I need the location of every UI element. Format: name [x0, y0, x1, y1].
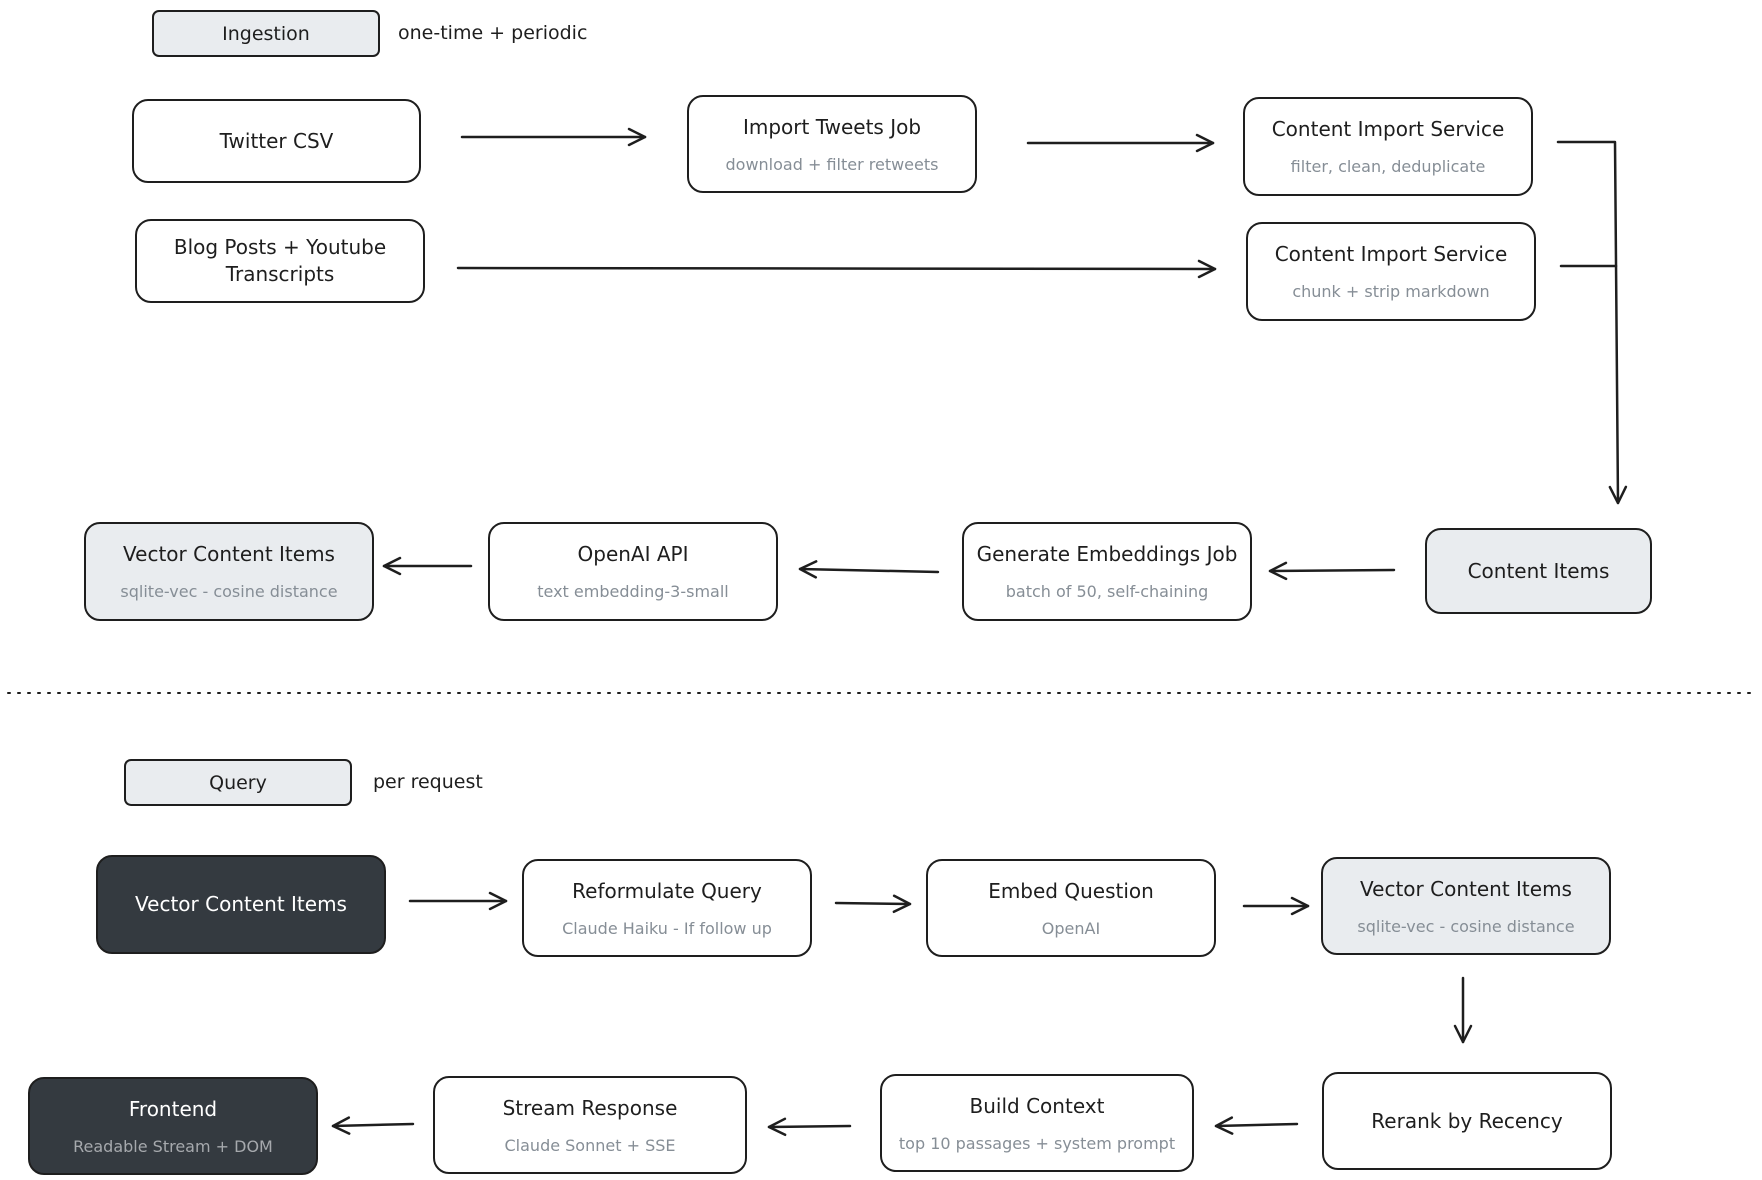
connector-import-services-merge [1556, 140, 1628, 505]
node-title: Content Items [1467, 558, 1610, 583]
arrow-content-items-to-embeddings [1268, 561, 1396, 581]
node-vector-content-items-start[interactable]: Vector Content Items [96, 855, 386, 954]
arrow-stream-to-frontend [331, 1116, 415, 1135]
node-subtitle: sqlite-vec - cosine distance [1357, 916, 1575, 936]
ingestion-section-note: one-time + periodic [398, 22, 588, 44]
node-subtitle: Claude Haiku - If follow up [562, 918, 772, 938]
node-subtitle: top 10 passages + system prompt [898, 1133, 1176, 1153]
node-stream-response[interactable]: Stream Response Claude Sonnet + SSE [433, 1076, 747, 1174]
node-rerank-by-recency[interactable]: Rerank by Recency [1322, 1072, 1612, 1170]
node-title: Content Import Service [1271, 117, 1505, 141]
node-title: Vector Content Items [123, 542, 335, 566]
node-title: Import Tweets Job [742, 114, 922, 139]
node-subtitle: filter, clean, deduplicate [1290, 157, 1486, 176]
arrow-build-context-to-stream [767, 1117, 852, 1137]
node-title: Vector Content Items [135, 892, 347, 916]
node-title: Content Import Service [1274, 242, 1508, 266]
node-subtitle: batch of 50, self-chaining [1005, 582, 1209, 601]
node-subtitle: chunk + strip markdown [1292, 282, 1490, 301]
node-blog-posts-youtube[interactable]: Blog Posts + Youtube Transcripts [135, 219, 425, 303]
node-build-context[interactable]: Build Context top 10 passages + system p… [880, 1074, 1194, 1172]
arrow-embeddings-to-openai [798, 560, 940, 579]
node-content-import-service-2[interactable]: Content Import Service chunk + strip mar… [1246, 222, 1536, 321]
node-subtitle: Readable Stream + DOM [73, 1136, 273, 1156]
arrow-rerank-to-build-context [1214, 1116, 1299, 1135]
node-import-tweets-job[interactable]: Import Tweets Job download + filter retw… [687, 95, 977, 193]
node-vector-content-items[interactable]: Vector Content Items sqlite-vec - cosine… [84, 522, 374, 621]
query-section-note: per request [373, 771, 483, 793]
arrow-blog-to-import-service [456, 259, 1217, 279]
ingestion-section-tag: Ingestion [152, 10, 380, 57]
node-title: OpenAI API [577, 542, 689, 566]
node-title: Frontend [128, 1096, 218, 1121]
node-subtitle: download + filter retweets [725, 154, 939, 174]
node-title: Rerank by Recency [1371, 1108, 1563, 1133]
node-generate-embeddings-job[interactable]: Generate Embeddings Job batch of 50, sel… [962, 522, 1252, 621]
node-vector-content-items-search[interactable]: Vector Content Items sqlite-vec - cosine… [1321, 857, 1611, 955]
node-reformulate-query[interactable]: Reformulate Query Claude Haiku - If foll… [522, 859, 812, 957]
node-subtitle: text embedding-3-small [537, 582, 729, 601]
node-title: Reformulate Query [572, 878, 762, 903]
node-title: Vector Content Items [1360, 876, 1572, 901]
node-subtitle: Claude Sonnet + SSE [504, 1135, 676, 1155]
node-content-import-service-1[interactable]: Content Import Service filter, clean, de… [1243, 97, 1533, 196]
node-title: Twitter CSV [219, 128, 334, 153]
node-twitter-csv[interactable]: Twitter CSV [132, 99, 421, 183]
node-title: Stream Response [502, 1095, 678, 1120]
node-embed-question[interactable]: Embed Question OpenAI [926, 859, 1216, 957]
node-openai-api[interactable]: OpenAI API text embedding-3-small [488, 522, 778, 621]
node-title: Build Context [969, 1093, 1105, 1118]
query-section-tag: Query [124, 759, 352, 806]
node-subtitle: OpenAI [1041, 918, 1101, 938]
node-content-items[interactable]: Content Items [1425, 528, 1652, 614]
node-frontend[interactable]: Frontend Readable Stream + DOM [28, 1077, 318, 1175]
node-title: Generate Embeddings Job [976, 542, 1238, 566]
node-title: Blog Posts + Youtube Transcripts [173, 235, 387, 286]
node-title: Embed Question [988, 878, 1154, 903]
arrow-reformulate-to-embed [834, 894, 912, 914]
node-subtitle: sqlite-vec - cosine distance [120, 582, 338, 601]
